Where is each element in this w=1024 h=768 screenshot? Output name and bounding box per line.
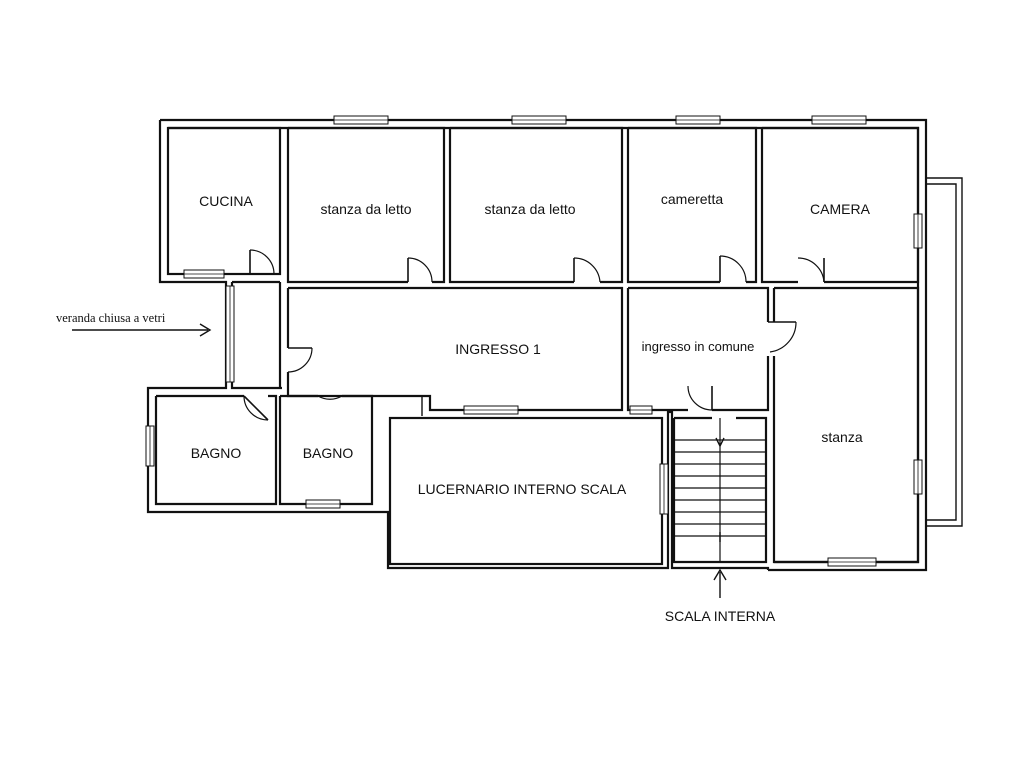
- room-camera: [760, 126, 920, 284]
- label-lucernario: LUCERNARIO INTERNO SCALA: [418, 481, 627, 497]
- room-bagno-1: [154, 394, 278, 506]
- shaft-wall: [378, 395, 423, 416]
- doors: [243, 249, 825, 421]
- label-ingresso-1: INGRESSO 1: [455, 341, 541, 357]
- windows: [145, 115, 923, 567]
- room-stanza: [772, 286, 920, 564]
- room-cameretta: [626, 126, 758, 284]
- veranda-arrow: [72, 323, 212, 337]
- label-ingresso-comune: ingresso in comune: [642, 339, 755, 354]
- label-bagno-2: BAGNO: [303, 445, 354, 461]
- balcony: [926, 177, 963, 527]
- label-stanza-letto-1: stanza da letto: [320, 201, 411, 217]
- label-cucina: CUCINA: [199, 193, 253, 209]
- corridor: [230, 280, 282, 390]
- room-stanza-letto-1: [286, 126, 446, 284]
- room-bagno-2: [278, 394, 374, 506]
- stairs-arrow: [713, 437, 727, 598]
- room-ingresso-comune: [626, 286, 770, 412]
- label-cameretta: cameretta: [661, 191, 723, 207]
- label-stanza-letto-2: stanza da letto: [484, 201, 575, 217]
- label-camera: CAMERA: [810, 201, 871, 217]
- label-veranda: veranda chiusa a vetri: [56, 311, 166, 325]
- label-stanza: stanza: [821, 429, 862, 445]
- label-scala-interna: SCALA INTERNA: [665, 608, 776, 624]
- label-bagno-1: BAGNO: [191, 445, 242, 461]
- room-stanza-letto-2: [448, 126, 624, 284]
